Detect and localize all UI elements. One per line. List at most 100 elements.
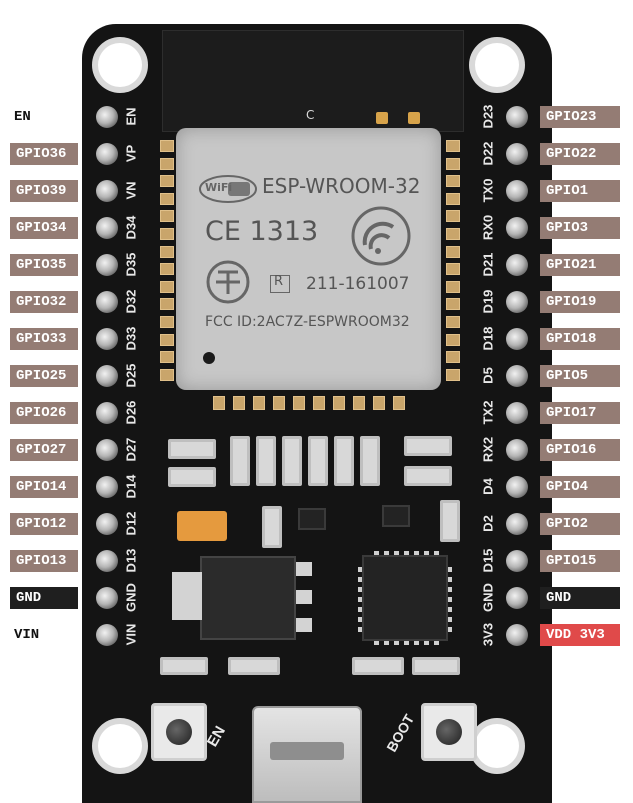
pin-label: GPIO1 — [540, 180, 620, 202]
header-pin — [96, 513, 118, 535]
header-pin — [96, 402, 118, 424]
module-pad — [446, 280, 460, 293]
smd-resistor — [282, 436, 302, 486]
tantalum-capacitor — [177, 511, 227, 541]
silkscreen-pin-label: D25 — [123, 363, 139, 388]
regulator-pin — [296, 590, 312, 604]
chip-pin — [414, 641, 419, 645]
mounting-hole-bottom-right — [475, 724, 519, 768]
pin-label: GPIO15 — [540, 550, 620, 572]
regulator-pin — [296, 562, 312, 576]
voltage-regulator — [200, 556, 296, 640]
module-pad — [160, 368, 174, 381]
chip-pin — [374, 551, 379, 555]
header-pin — [96, 328, 118, 350]
silkscreen-pin-label: D2 — [480, 515, 496, 532]
silkscreen-pin-label: VP — [123, 144, 139, 163]
silkscreen-pin-label: D21 — [480, 252, 496, 277]
antenna-mark: C — [306, 108, 315, 122]
header-pin — [506, 476, 528, 498]
pin-label: GPIO12 — [10, 513, 78, 535]
header-pin — [96, 291, 118, 313]
header-pin — [96, 217, 118, 239]
chip-pin — [414, 551, 419, 555]
silkscreen-pin-label: VN — [123, 181, 139, 200]
chip-pin — [384, 551, 389, 555]
chip-pin — [358, 617, 362, 622]
pin-label: GPIO23 — [540, 106, 620, 128]
smd-resistor — [404, 466, 452, 486]
header-pin — [506, 439, 528, 461]
pin-label: GPIO21 — [540, 254, 620, 276]
pin-label: GPIO25 — [10, 365, 78, 387]
pin-label: VIN — [14, 627, 40, 643]
silkscreen-pin-label: D5 — [480, 367, 496, 384]
module-pad — [160, 333, 174, 346]
module-pad — [213, 396, 225, 410]
module-pad — [446, 175, 460, 188]
certification-number: 211-161007 — [306, 274, 410, 294]
en-button-cap — [166, 719, 192, 745]
module-pad — [446, 228, 460, 240]
module-pad — [446, 368, 460, 381]
module-model-name: ESP-WROOM-32 — [262, 174, 421, 198]
header-pin — [96, 587, 118, 609]
pin-label: GND — [540, 587, 620, 609]
transistor — [382, 505, 410, 527]
en-button[interactable] — [151, 703, 207, 761]
smd-resistor — [440, 500, 460, 542]
pin-label: GPIO33 — [10, 328, 78, 350]
chip-pin — [358, 627, 362, 632]
smd-resistor — [352, 657, 404, 675]
silkscreen-pin-label: D35 — [123, 252, 139, 277]
pin-label: GPIO16 — [540, 439, 620, 461]
mounting-hole-top-right — [475, 43, 519, 87]
chip-pin — [434, 641, 439, 645]
module-pad — [160, 210, 174, 223]
pin-label: GPIO36 — [10, 143, 78, 165]
silkscreen-pin-label: D22 — [480, 141, 496, 166]
header-pin — [506, 587, 528, 609]
silkscreen-pin-label: GND — [123, 583, 139, 612]
smd-resistor — [412, 657, 460, 675]
boot-button-cap — [436, 719, 462, 745]
module-pad — [446, 351, 460, 364]
pin-label: GPIO3 — [540, 217, 620, 239]
module-pad — [373, 396, 385, 410]
chip-pin — [448, 607, 452, 612]
chip-pin — [424, 551, 429, 555]
module-pad — [160, 228, 174, 240]
chip-pin — [448, 617, 452, 622]
module-pad — [446, 263, 460, 276]
header-pin — [506, 328, 528, 350]
module-pad — [446, 140, 460, 152]
registered-mark-box — [270, 275, 290, 293]
header-pin — [96, 476, 118, 498]
silkscreen-pin-label: D4 — [480, 478, 496, 495]
fcc-id: FCC ID:2AC7Z-ESPWROOM32 — [205, 314, 410, 330]
silkscreen-pin-label: D14 — [123, 474, 139, 499]
silkscreen-pin-label: RX2 — [480, 436, 496, 463]
module-pad — [160, 280, 174, 293]
pin-label: GPIO5 — [540, 365, 620, 387]
chip-pin — [448, 567, 452, 572]
silkscreen-pin-label: D26 — [123, 400, 139, 425]
wifi-logo — [198, 174, 258, 204]
module-pad — [393, 396, 405, 410]
chip-pin — [358, 607, 362, 612]
regulator-pin — [296, 618, 312, 632]
pin-label: GPIO17 — [540, 402, 620, 424]
silkscreen-pin-label: D32 — [123, 289, 139, 314]
header-pin — [96, 624, 118, 646]
header-pin — [506, 513, 528, 535]
header-pin — [506, 217, 528, 239]
silkscreen-pin-label: D18 — [480, 326, 496, 351]
ce-mark: CE 1313 — [205, 216, 319, 247]
antenna-pad — [408, 112, 420, 124]
usb-port-opening — [270, 742, 344, 760]
chip-pin — [394, 641, 399, 645]
chip-pin — [434, 551, 439, 555]
chip-pin — [358, 567, 362, 572]
module-pad — [446, 316, 460, 328]
transistor — [298, 508, 326, 530]
